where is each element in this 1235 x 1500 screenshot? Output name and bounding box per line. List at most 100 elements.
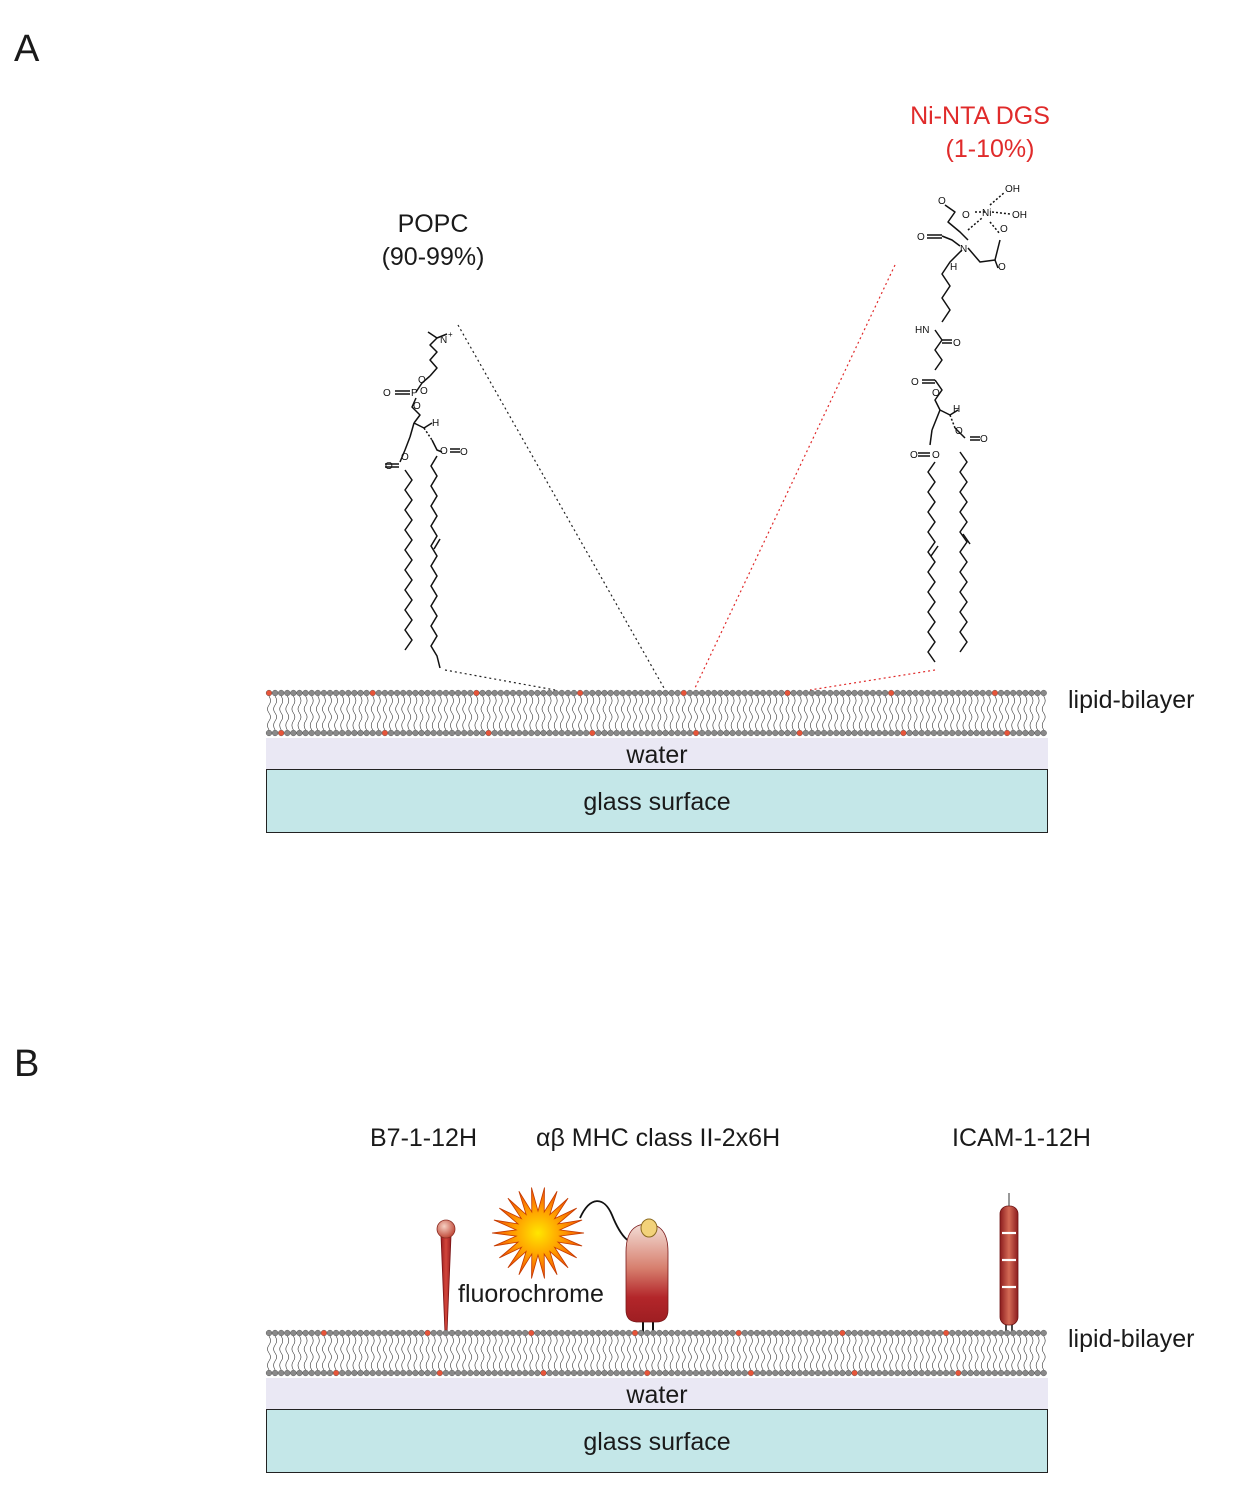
lipid-head-popc — [455, 1369, 462, 1377]
lipid-head-popc — [869, 729, 877, 737]
lipid-head-popc — [833, 1329, 840, 1337]
lipid-head-popc — [906, 1329, 913, 1337]
lipid-head-popc — [881, 1369, 889, 1377]
lipid-head-popc — [284, 1369, 291, 1377]
lipid-head-popc — [332, 1329, 340, 1337]
lipid-head-popc — [607, 729, 614, 737]
lipid-head-popc — [699, 1329, 706, 1337]
ninta-o-atom-3: O — [917, 232, 925, 243]
lipid-head-popc — [936, 729, 944, 737]
lipid-head-popc — [949, 1369, 956, 1377]
lipid-head-popc — [516, 689, 523, 697]
ninta-o-atom-2: O — [962, 210, 970, 221]
lipid-head-popc — [985, 689, 992, 697]
lipid-head-popc — [845, 729, 852, 737]
lipid-head-popc — [857, 689, 864, 697]
lipid-head-popc — [906, 1369, 913, 1377]
lipid-head-popc — [497, 1329, 504, 1337]
lipid-head-ninta — [528, 1329, 535, 1337]
lipid-head-popc — [479, 1329, 486, 1337]
lipid-head-popc — [814, 1369, 822, 1377]
lipid-head-popc — [1034, 1369, 1041, 1377]
lipid-head-ninta — [735, 1329, 742, 1337]
lipid-head-popc — [625, 1369, 633, 1377]
popc-o-atom-1: O — [418, 375, 426, 386]
lipid-head-popc — [717, 689, 724, 697]
lipid-head-popc — [564, 689, 572, 697]
popc-h-atom: H — [432, 418, 439, 429]
lipid-head-popc — [375, 729, 382, 737]
lipid-head-popc — [442, 1369, 450, 1377]
lipid-head-popc — [320, 1369, 328, 1377]
lipid-head-popc — [503, 689, 511, 697]
lipid-head-popc — [760, 729, 767, 737]
lipid-head-popc — [345, 729, 352, 737]
lipid-head-popc — [930, 729, 938, 737]
lipid-head-popc — [528, 689, 535, 697]
lipid-head-popc — [534, 1329, 541, 1337]
ninta-o-atom-11: O — [955, 426, 963, 437]
lipid-head-popc — [326, 1329, 334, 1337]
lipid-head-popc — [430, 1369, 437, 1377]
lipid-head-popc — [461, 1369, 468, 1377]
lipid-head-popc — [278, 1329, 285, 1337]
lipid-head-ninta — [839, 1329, 846, 1337]
lipid-head-popc — [961, 1369, 968, 1377]
lipid-head-popc — [467, 729, 474, 737]
panel-a-label: A — [14, 28, 40, 70]
lipid-head-popc — [699, 689, 706, 697]
lipid-head-popc — [345, 1329, 352, 1337]
lipid-head-popc — [1034, 689, 1041, 697]
lipid-head-ninta — [381, 729, 389, 737]
lipid-head-ninta — [278, 729, 285, 737]
lipid-head-popc — [339, 1329, 346, 1337]
lipid-head-popc — [448, 1329, 456, 1337]
lipid-head-popc — [808, 1369, 816, 1377]
lipid-head-popc — [851, 729, 858, 737]
lipid-head-popc — [570, 729, 578, 737]
lipid-head-popc — [656, 689, 663, 697]
lipid-head-popc — [1028, 1329, 1035, 1337]
lipid-head-popc — [723, 729, 730, 737]
lipid-head-ninta — [692, 729, 700, 737]
lipid-head-popc — [711, 1329, 718, 1337]
popc-o-atom-3: O — [420, 386, 428, 397]
icam-label: ICAM-1-12H — [952, 1124, 1091, 1152]
lipid-head-popc — [955, 1329, 962, 1337]
lipid-head-popc — [1003, 689, 1011, 697]
lipid-head-popc — [650, 1329, 657, 1337]
lipid-head-popc — [997, 689, 1005, 697]
lipid-head-popc — [418, 689, 425, 697]
lipid-head-popc — [638, 1369, 645, 1377]
lipid-head-popc — [949, 729, 956, 737]
lipid-head-popc — [772, 729, 779, 737]
lipid-head-popc — [894, 1329, 901, 1337]
lipid-head-popc — [973, 1369, 980, 1377]
lipid-head-popc — [607, 689, 614, 697]
lipid-head-popc — [381, 1329, 389, 1337]
lipid-head-popc — [552, 1369, 559, 1377]
lipid-head-popc — [278, 689, 285, 697]
popc-p-atom: P — [411, 388, 418, 399]
lipid-head-popc — [1034, 729, 1041, 737]
lipid-head-popc — [973, 1329, 980, 1337]
lipid-head-popc — [638, 689, 645, 697]
lipid-head-popc — [705, 1329, 712, 1337]
lipid-head-popc — [491, 1369, 498, 1377]
popc-n-atom: N — [440, 335, 447, 346]
lipid-head-popc — [766, 689, 773, 697]
lipid-head-popc — [680, 1329, 687, 1337]
lipid-head-popc — [717, 1329, 724, 1337]
lipid-head-popc — [473, 1369, 480, 1377]
lipid-head-popc — [485, 1369, 492, 1377]
lipid-head-popc — [881, 729, 889, 737]
lipid-head-popc — [601, 689, 608, 697]
lipid-head-popc — [308, 1329, 315, 1337]
lipid-head-popc — [619, 729, 626, 737]
lipid-head-popc — [308, 689, 315, 697]
lipid-head-popc — [284, 689, 291, 697]
lipid-head-popc — [601, 1329, 608, 1337]
lipid-head-popc — [363, 729, 370, 737]
lipid-head-popc — [400, 1329, 407, 1337]
